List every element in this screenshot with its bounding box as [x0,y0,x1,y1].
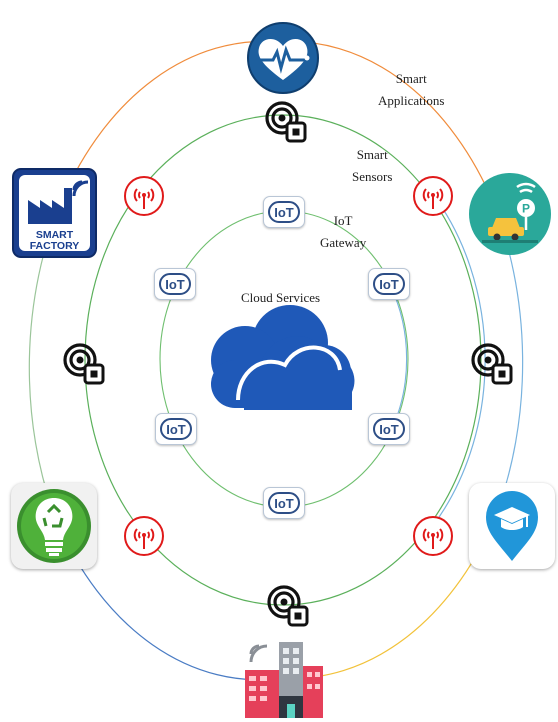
outer-ring-top-left-arc [61,40,279,201]
factory-icon [28,180,88,224]
smart-applications-label: Smart Applications [378,71,445,108]
wireless-sensor-icon [63,343,105,385]
iot-badge-text: IoT [268,492,300,514]
antenna-sensor-icon [413,516,453,556]
antenna-sensor-icon [124,516,164,556]
iot-badge-text: IoT [373,418,405,440]
inner-ring-right-tint [389,284,408,434]
wireless-sensor-icon [471,343,513,385]
graduation-cap-tile [469,483,555,569]
iot-gateway-badge-right-top: IoT [368,268,410,300]
iot-gateway-badge-right-bottom: IoT [368,413,410,445]
smart-parking-icon: P [469,173,551,255]
iot-badge-text: IoT [373,273,405,295]
cloud-icon [211,305,355,410]
smart-factory-text-line2: FACTORY [29,240,80,252]
graduation-cap-icon [486,491,538,561]
wireless-sensor-icon [265,101,307,143]
iot-badge-text: IoT [160,418,192,440]
iot-badge-text: IoT [159,273,191,295]
cloud-services-label: Cloud Services [241,290,321,305]
smart-factory-text-line1: SMART [35,229,74,241]
smart-sensors-label: Smart Sensors [352,147,393,184]
recycle-bulb-tile [11,483,97,569]
wireless-sensor-icon [267,585,309,627]
antenna-sensor-icon [124,176,164,216]
iot-gateway-badge-bottom: IoT [263,487,305,519]
svg-text:P: P [522,202,530,216]
smart-building-icon [245,642,323,718]
antenna-sensor-icon [413,176,453,216]
iot-gateway-badge-left-top: IoT [154,268,196,300]
iot-gateway-badge-left-bottom: IoT [155,413,197,445]
iot-badge-text: IoT [268,201,300,223]
heartbeat-icon [247,22,319,94]
smart-factory-tile: SMART FACTORY [12,168,97,258]
iot-gateway-label: IoT Gateway [320,213,367,250]
iot-gateway-badge-top: IoT [263,196,305,228]
recycle-bulb-icon [17,489,91,563]
